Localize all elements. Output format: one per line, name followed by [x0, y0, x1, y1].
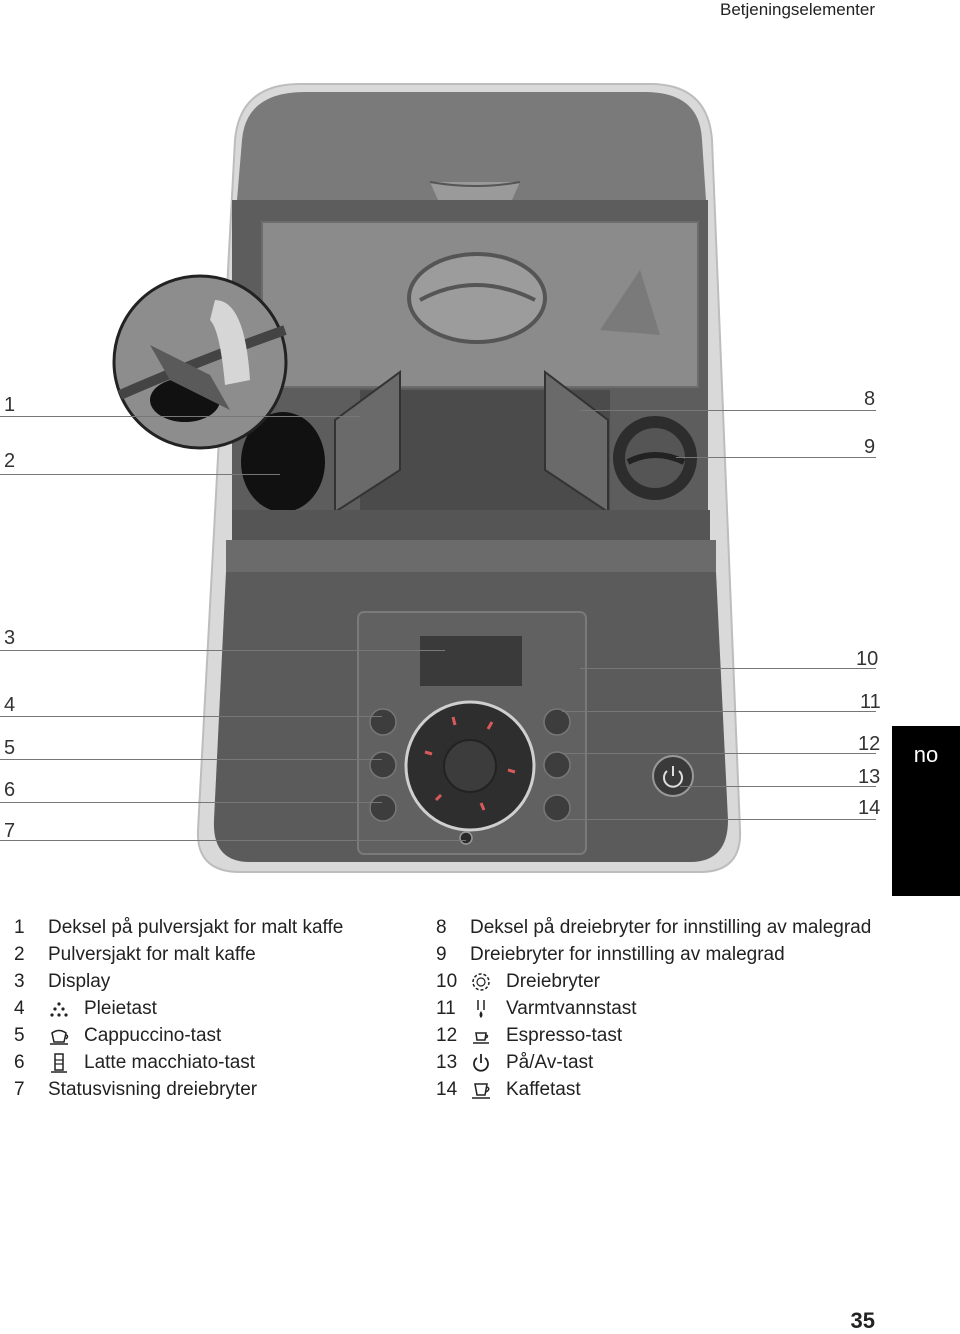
legend-number: 4 [14, 997, 25, 1019]
callout-12: 12 [858, 733, 881, 755]
cappuccino-icon [48, 1025, 84, 1047]
callout-3: 3 [4, 627, 16, 649]
leader-line-5 [0, 759, 382, 760]
legend-label: Deksel på dreiebryter for innstilling av… [470, 916, 872, 938]
legend-item-2: 2 Pulversjakt for malt kaffe [14, 941, 256, 968]
callout-7: 7 [4, 820, 16, 842]
legend-number: 10 [436, 970, 458, 992]
leader-line-8 [580, 410, 876, 411]
coffee-icon [470, 1079, 506, 1101]
legend-item-4: 4 Pleietast [14, 995, 157, 1022]
leader-line-14 [562, 819, 876, 820]
callout-13: 13 [858, 766, 881, 788]
leader-line-3 [0, 650, 445, 651]
rotary-switch-icon [470, 971, 506, 993]
callout-9: 9 [864, 436, 876, 458]
legend-number: 1 [14, 916, 25, 938]
leader-line-7 [0, 840, 466, 841]
legend-number: 6 [14, 1051, 25, 1073]
legend-number: 12 [436, 1024, 458, 1046]
legend-label: Display [48, 970, 111, 992]
callout-10: 10 [856, 648, 879, 670]
leader-line-6 [0, 802, 382, 803]
callout-1: 1 [4, 394, 16, 416]
legend-label: Kaffetast [506, 1078, 581, 1100]
legend-label: Pulversjakt for malt kaffe [48, 943, 256, 965]
legend-item-10: 10 Dreiebryter [436, 968, 600, 995]
page-header-title: Betjeningselementer [720, 0, 875, 19]
legend-label: Dreiebryter for innstilling av malegrad [470, 943, 785, 965]
legend-label: Pleietast [84, 997, 157, 1019]
callout-6: 6 [4, 779, 16, 801]
latte-macchiato-icon [48, 1052, 84, 1074]
legend-number: 8 [436, 916, 447, 938]
leader-line-12 [562, 753, 876, 754]
legend-number: 3 [14, 970, 25, 992]
legend-item-1: 1 Deksel på pulversjakt for malt kaffe [14, 914, 343, 941]
leader-line-4 [0, 716, 382, 717]
callout-8: 8 [864, 388, 876, 410]
legend-label: På/Av-tast [506, 1051, 594, 1073]
legend-item-12: 12 Espresso-tast [436, 1022, 622, 1049]
leader-line-9 [676, 457, 876, 458]
legend-item-11: 11 Varmtvannstast [436, 995, 637, 1022]
hot-water-icon [470, 998, 506, 1020]
legend-number: 11 [436, 997, 456, 1019]
legend-number: 7 [14, 1078, 25, 1100]
legend-label: Dreiebryter [506, 970, 600, 992]
coffee-machine-illustration [112, 83, 742, 873]
legend-number: 14 [436, 1078, 458, 1100]
legend-item-5: 5 Cappuccino-tast [14, 1022, 221, 1049]
callout-5: 5 [4, 737, 16, 759]
legend-number: 13 [436, 1051, 458, 1073]
legend-label: Cappuccino-tast [84, 1024, 222, 1046]
legend-label: Varmtvannstast [506, 997, 637, 1019]
legend-number: 9 [436, 943, 447, 965]
legend-label: Deksel på pulversjakt for malt kaffe [48, 916, 344, 938]
espresso-icon [470, 1025, 506, 1047]
language-tab: no [892, 726, 960, 896]
leader-line-11 [562, 711, 876, 712]
legend-item-13: 13 På/Av-tast [436, 1049, 593, 1076]
legend-label: Statusvisning dreiebryter [48, 1078, 258, 1100]
page-number: 35 [850, 1308, 875, 1333]
care-icon [48, 998, 84, 1020]
legend-item-14: 14 Kaffetast [436, 1076, 581, 1103]
legend-item-6: 6 Latte macchiato-tast [14, 1049, 255, 1076]
legend-item-8: 8 Deksel på dreiebryter for innstilling … [436, 914, 871, 941]
legend-number: 5 [14, 1024, 25, 1046]
leader-line-1 [0, 416, 360, 417]
callout-2: 2 [4, 450, 16, 472]
language-tab-label: no [913, 742, 939, 767]
leader-line-10 [580, 668, 876, 669]
power-icon [470, 1052, 506, 1074]
legend-item-9: 9 Dreiebryter for innstilling av malegra… [436, 941, 785, 968]
callout-14: 14 [858, 797, 881, 819]
legend-item-7: 7 Statusvisning dreiebryter [14, 1076, 257, 1103]
legend-number: 2 [14, 943, 25, 965]
legend-label: Espresso-tast [506, 1024, 623, 1046]
leader-line-2 [0, 474, 280, 475]
callout-4: 4 [4, 694, 16, 716]
legend-item-3: 3 Display [14, 968, 110, 995]
leader-line-13 [680, 786, 876, 787]
callout-11: 11 [860, 691, 881, 713]
legend-label: Latte macchiato-tast [84, 1051, 256, 1073]
